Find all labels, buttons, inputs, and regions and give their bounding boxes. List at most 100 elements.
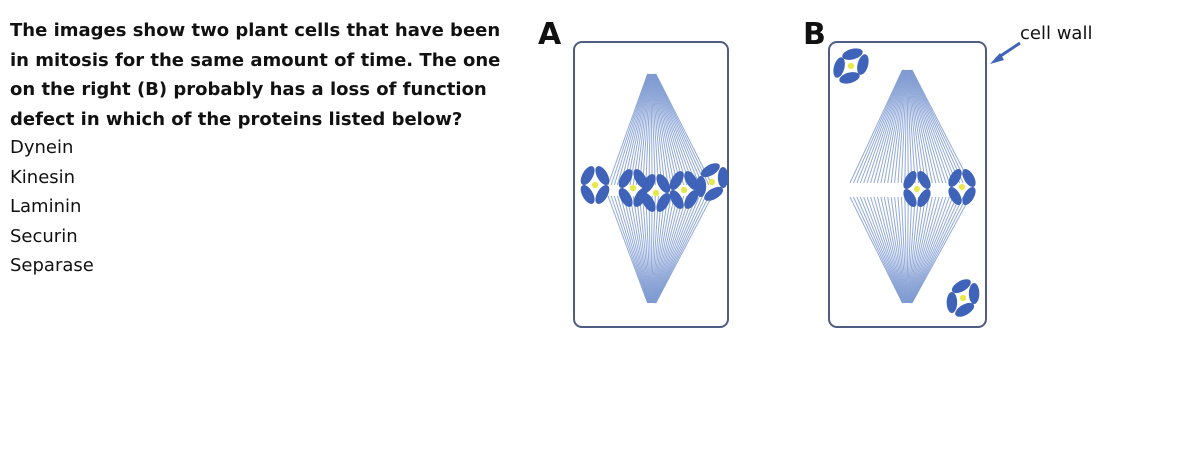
spindle-a <box>607 73 713 304</box>
spindle-fiber <box>635 73 651 186</box>
spindle-fiber <box>852 196 904 304</box>
centromere-dot <box>629 184 637 192</box>
spindle-fiber <box>894 196 907 304</box>
spindle-fiber <box>890 69 907 184</box>
spindle-fiber <box>911 196 964 304</box>
option-dynein[interactable]: Dynein <box>10 137 74 158</box>
spindle-fiber <box>856 196 904 304</box>
spindle-fiber <box>652 195 681 304</box>
spindle-fiber <box>610 73 649 186</box>
cell-wall-label: cell wall <box>1020 23 1092 44</box>
spindle-fiber <box>906 69 909 184</box>
spindle-fiber <box>904 196 908 304</box>
chromosome-arm <box>962 168 976 188</box>
chromosome-arm <box>968 282 980 304</box>
spindle-fiber <box>883 196 906 304</box>
chromosome-arm <box>684 189 699 209</box>
spindle-fiber <box>849 69 903 184</box>
chromosome-arm <box>595 166 610 186</box>
spindle-fiber <box>620 195 650 304</box>
spindle-fiber <box>653 73 691 186</box>
spindle-fiber <box>632 73 651 186</box>
spindle-fiber <box>909 69 940 184</box>
cell-a-outline <box>573 41 729 328</box>
spindle-fiber <box>910 69 954 184</box>
spindle-fiber <box>907 196 923 304</box>
spindle-fiber <box>654 73 707 186</box>
chromosome-arm <box>962 186 976 206</box>
spindle-fiber <box>652 195 672 304</box>
spindle-fiber <box>908 69 937 184</box>
spindle-fiber <box>911 69 968 184</box>
chromosome-arm <box>717 166 729 188</box>
chromosome-arm <box>580 184 595 204</box>
chromosome-arm <box>695 176 707 198</box>
spindle-fiber <box>616 73 649 186</box>
answer-options: Dynein Kinesin Laminin Securin Separase <box>10 133 94 281</box>
spindle-b <box>849 69 971 304</box>
spindle-fiber <box>629 195 650 304</box>
centromere-dot <box>914 186 920 192</box>
spindle-fiber <box>623 73 650 186</box>
centromere-dot <box>959 184 965 190</box>
spindle-fiber <box>652 195 675 304</box>
spindle-fiber <box>652 73 681 186</box>
spindle-fiber <box>910 69 961 184</box>
spindle-fiber <box>909 69 944 184</box>
centromere-dot <box>652 189 660 197</box>
spindle-fiber <box>907 69 926 184</box>
spindle-fiber <box>653 73 688 186</box>
chromosome-arm <box>917 170 931 190</box>
spindle-fiber <box>651 73 663 186</box>
spindle-fiber <box>887 69 906 184</box>
chromosome <box>641 174 671 212</box>
spindle-fiber <box>639 195 651 304</box>
spindle-fiber <box>906 196 913 304</box>
spindle-fiber <box>655 195 710 304</box>
option-separase[interactable]: Separase <box>10 255 94 276</box>
cell-wall-arrowhead <box>990 53 1004 64</box>
spindle-fiber <box>623 195 650 304</box>
spindle-fiber <box>645 73 652 186</box>
spindle-fiber <box>654 73 704 186</box>
chromosome-arm <box>833 57 845 78</box>
chromosome-arm <box>700 163 720 178</box>
spindle-fiber <box>651 195 666 304</box>
spindle-fiber <box>911 69 964 184</box>
spindle-fiber <box>654 195 707 304</box>
spindle-fiber <box>632 195 651 304</box>
spindle-fiber <box>866 196 905 304</box>
spindle-fiber <box>653 195 688 304</box>
chromosomes-b <box>833 48 980 317</box>
spindle-fiber <box>897 69 907 184</box>
chromosome-arm <box>951 279 971 294</box>
spindle-fiber <box>642 73 651 186</box>
chromosome-arm <box>948 168 962 188</box>
spindle-fiber <box>908 196 933 304</box>
spindle-fiber <box>894 69 907 184</box>
option-kinesin[interactable]: Kinesin <box>10 166 76 188</box>
chromosome-arm <box>684 171 699 191</box>
chromosome <box>948 168 976 206</box>
spindle-fiber <box>651 73 666 186</box>
spindle-fiber <box>911 69 971 184</box>
spindle-fiber <box>909 69 950 184</box>
chromosome-arm <box>903 188 917 208</box>
spindle-fiber <box>907 69 916 184</box>
option-securin[interactable]: Securin <box>10 225 78 247</box>
option-laminin[interactable]: Laminin <box>10 196 82 217</box>
spindle-fiber <box>651 195 659 304</box>
spindle-fiber <box>654 195 697 304</box>
spindle-fiber <box>620 73 650 186</box>
chromosome-arm <box>842 48 863 60</box>
spindle-fiber <box>654 195 704 304</box>
spindle-fiber <box>642 195 651 304</box>
panel-label-a: A <box>538 17 562 52</box>
spindle-fiber <box>613 195 649 304</box>
spindle-fiber <box>907 69 923 184</box>
spindle-fiber <box>652 73 678 186</box>
spindle-fiber <box>863 196 905 304</box>
chromosome <box>580 166 610 204</box>
spindle-fiber <box>876 196 906 304</box>
